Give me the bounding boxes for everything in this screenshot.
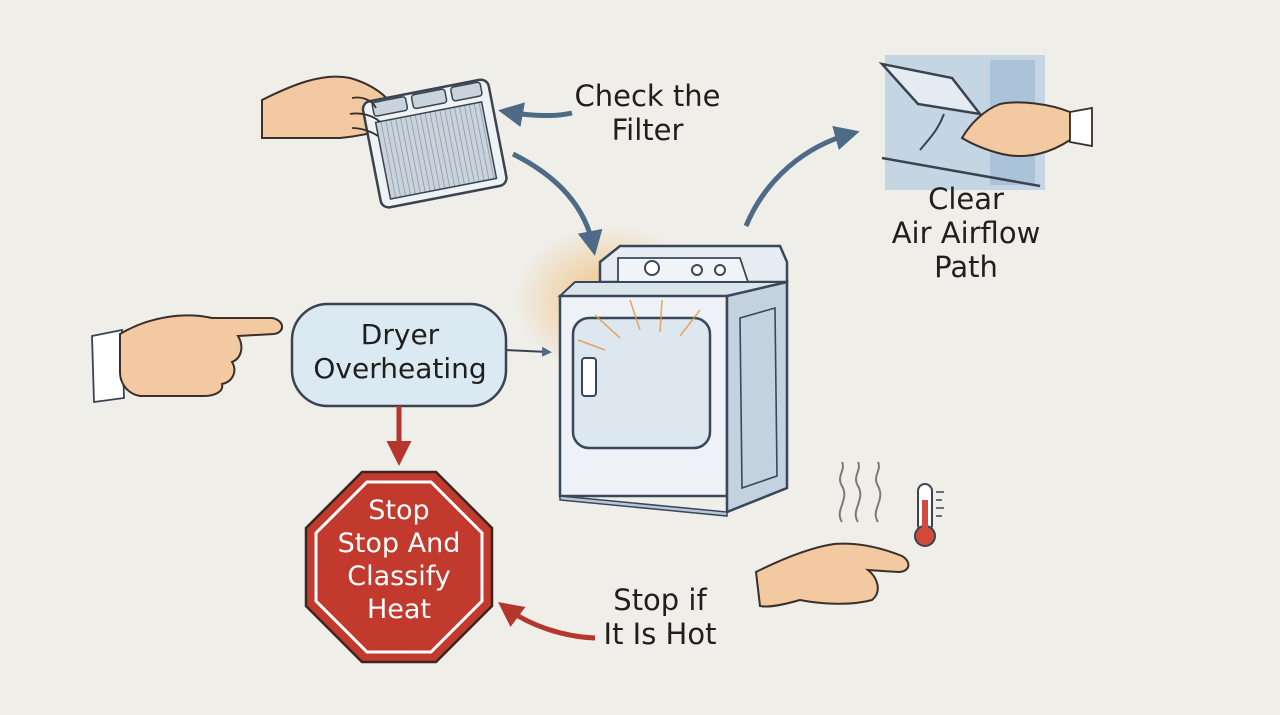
hand-holding-filter-icon xyxy=(261,75,508,209)
arrow-dryer-to-vent xyxy=(743,125,860,227)
dryer-icon xyxy=(515,225,789,517)
dryer-overheating-label: Dryer Overheating xyxy=(313,318,487,385)
stop-sign-icon xyxy=(304,470,494,664)
clear-airflow-label: Clear Air Airflow Path xyxy=(891,182,1041,284)
arrow-hot-to-stop xyxy=(497,602,596,641)
vent-hand-icon xyxy=(878,55,1093,190)
pointing-hand-icon xyxy=(91,314,283,404)
stop-if-hot-label: Stop if It Is Hot xyxy=(603,583,717,651)
arrow-bubble-to-dryer xyxy=(505,346,552,357)
thermometer-icon xyxy=(914,483,944,547)
stop-sign-label: Stop Stop And Classify Heat xyxy=(337,495,461,625)
heat-waves-icon xyxy=(838,461,882,523)
arrow-label-to-filter xyxy=(498,102,573,127)
arrow-filter-to-dryer xyxy=(511,151,603,256)
hand-feeling-heat-icon xyxy=(754,542,910,608)
check-filter-label: Check the Filter xyxy=(574,79,721,147)
